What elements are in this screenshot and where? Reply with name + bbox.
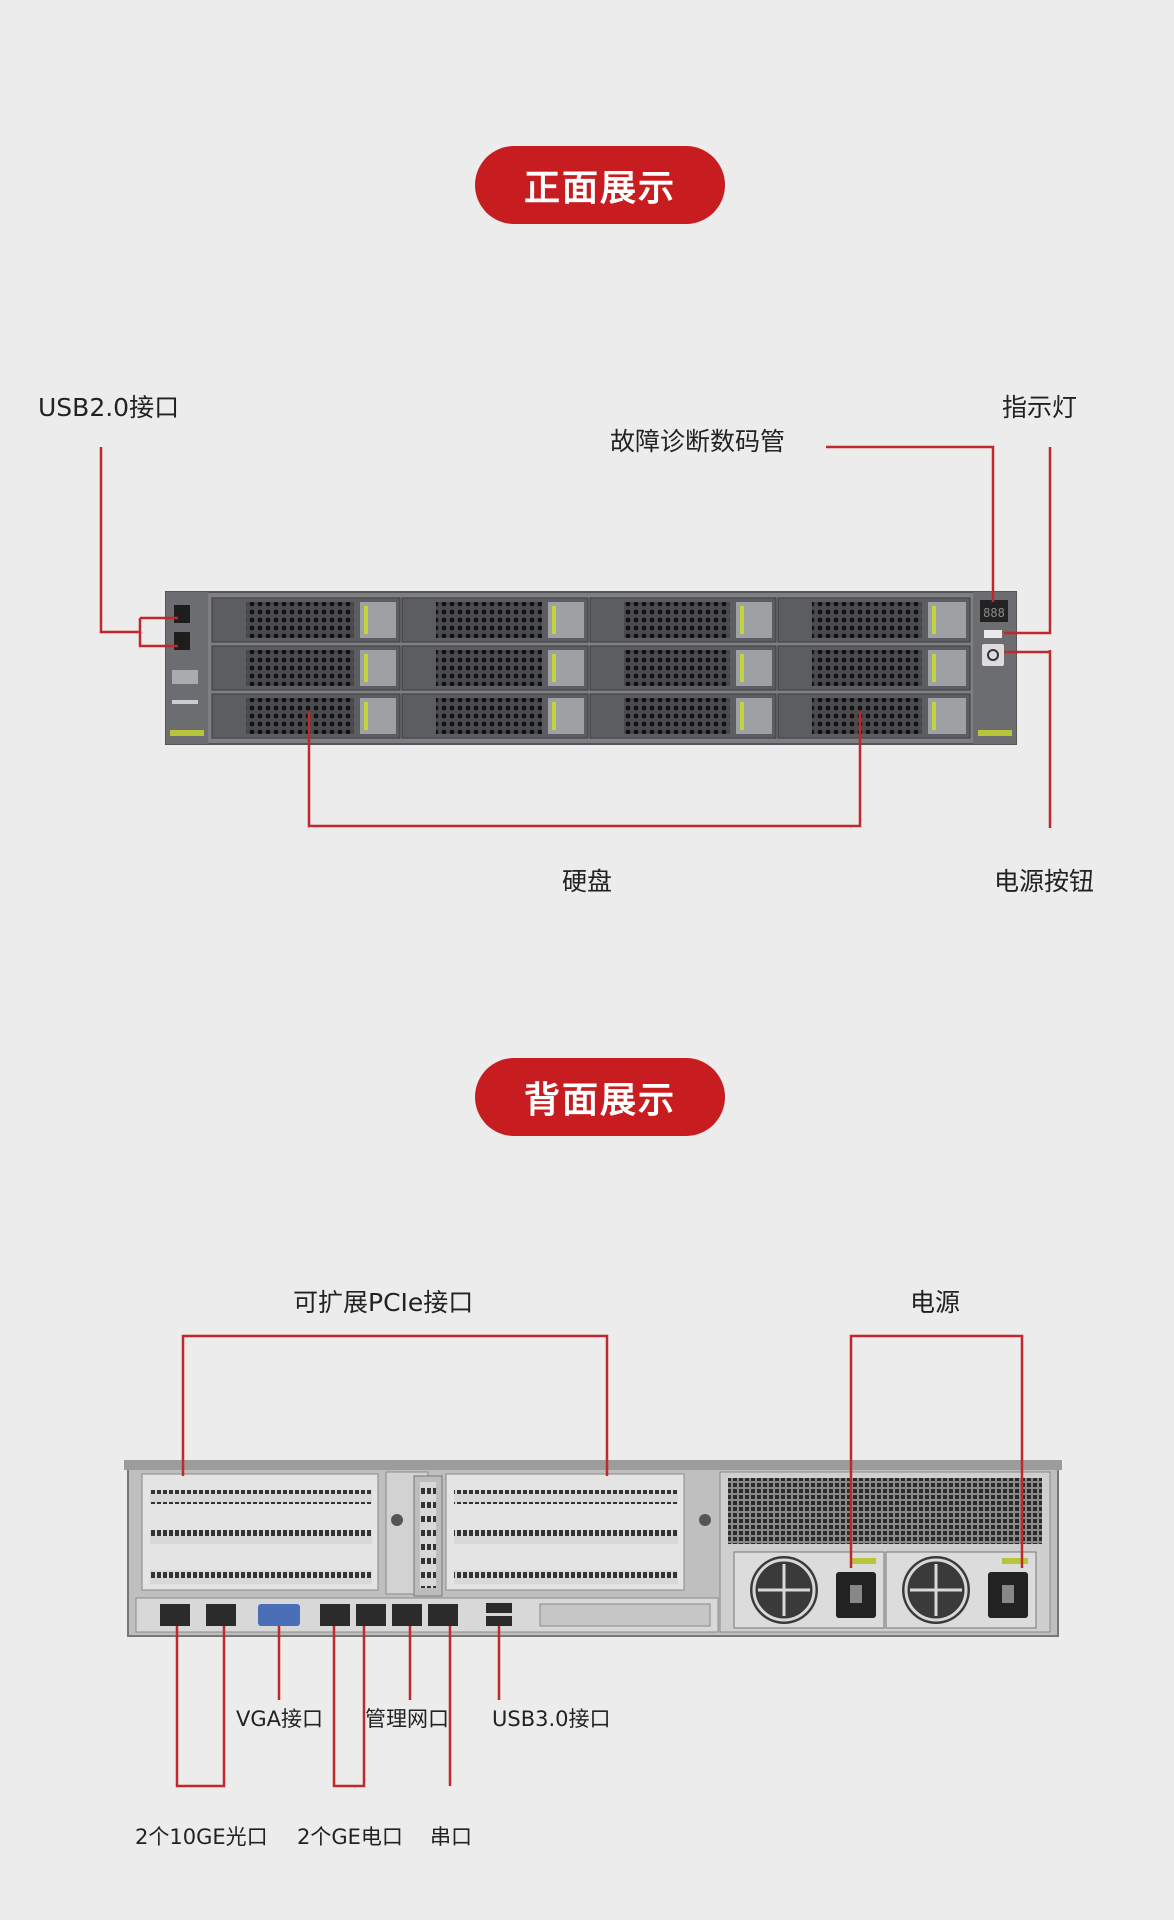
back-view-title: 背面展示 bbox=[475, 1058, 725, 1136]
label-fault-diagnostic-display: 故障诊断数码管 bbox=[610, 427, 786, 456]
label-power-button: 电源按钮 bbox=[994, 867, 1095, 896]
disk-column-3 bbox=[589, 597, 777, 739]
psu-2 bbox=[885, 1551, 1037, 1629]
label-hard-disk: 硬盘 bbox=[562, 867, 613, 896]
svg-text:888: 888 bbox=[983, 606, 1005, 620]
front-view-title: 正面展示 bbox=[475, 146, 725, 224]
psu-1 bbox=[733, 1551, 885, 1629]
label-usb2-port: USB2.0接口 bbox=[38, 393, 180, 422]
label-pcie-slots: 可扩展PCIe接口 bbox=[293, 1288, 474, 1317]
label-management-port: 管理网口 bbox=[365, 1707, 449, 1731]
fault-diagnostic-display bbox=[980, 600, 1008, 622]
hard-disk-bays bbox=[211, 597, 971, 739]
usb2-port-top bbox=[174, 605, 190, 623]
disk-column-4 bbox=[777, 597, 971, 739]
label-ge-electrical-ports: 2个GE电口 bbox=[297, 1825, 403, 1849]
label-power-supply: 电源 bbox=[910, 1288, 961, 1317]
front-leader-lines bbox=[99, 445, 1052, 828]
back-leader-lines bbox=[175, 1334, 1024, 1788]
label-serial-port: 串口 bbox=[430, 1825, 472, 1849]
pcie-slots-right bbox=[445, 1473, 685, 1591]
power-button[interactable] bbox=[982, 644, 1004, 666]
indicator-led bbox=[984, 630, 1002, 638]
label-10ge-optical-ports: 2个10GE光口 bbox=[135, 1825, 268, 1849]
ge-ports bbox=[320, 1604, 458, 1626]
label-vga-port: VGA接口 bbox=[236, 1707, 324, 1731]
back-chassis bbox=[124, 1460, 1062, 1637]
vga-port bbox=[258, 1604, 300, 1626]
disk-column-2 bbox=[401, 597, 589, 739]
disk-column-1 bbox=[211, 597, 401, 739]
10ge-optical-ports bbox=[160, 1604, 236, 1626]
label-indicator-light: 指示灯 bbox=[1002, 393, 1078, 422]
usb3-ports bbox=[486, 1603, 512, 1626]
label-usb3-port: USB3.0接口 bbox=[492, 1707, 611, 1731]
pcie-slots-left bbox=[141, 1473, 379, 1591]
usb2-port-bottom bbox=[174, 632, 190, 650]
